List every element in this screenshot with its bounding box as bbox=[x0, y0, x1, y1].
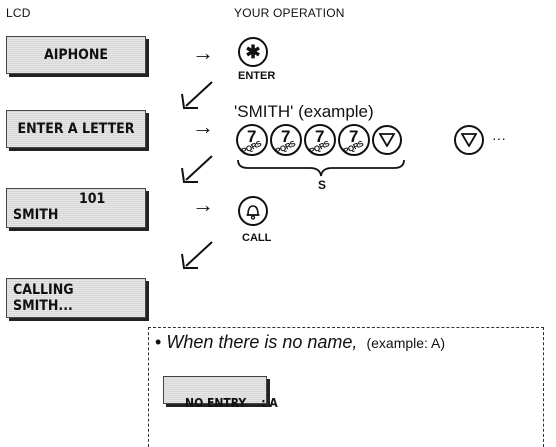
right-arrow-icon: → bbox=[192, 192, 214, 217]
bullet: • bbox=[155, 332, 162, 352]
key-7-pqrs-button[interactable]: 7 PQRS bbox=[338, 124, 370, 156]
call-label: CALL bbox=[242, 232, 272, 244]
operation-column-header: YOUR OPERATION bbox=[234, 6, 345, 20]
lcd-name: SMITH bbox=[13, 207, 59, 223]
lcd-text: ENTER A LETTER bbox=[17, 121, 135, 137]
down-arrow-button[interactable] bbox=[454, 125, 484, 155]
asterisk-icon: ✱ bbox=[245, 41, 261, 62]
diagonal-arrow-icon bbox=[181, 155, 213, 183]
diagonal-arrow-icon bbox=[181, 241, 213, 269]
lcd-display-aiphone: AIPHONE bbox=[6, 36, 146, 74]
lcd-display-calling: CALLING SMITH... bbox=[6, 278, 146, 318]
lcd-line-1: CALLING bbox=[13, 282, 74, 298]
note-box: • When there is no name, (example: A) NO… bbox=[148, 327, 544, 447]
lcd-column-header: LCD bbox=[6, 6, 31, 20]
key-7-pqrs-button[interactable]: 7 PQRS bbox=[236, 124, 268, 156]
brace-label: S bbox=[318, 178, 327, 192]
lcd-display-smith: 101 SMITH bbox=[6, 188, 146, 228]
lcd-display-no-entry: NO ENTRY : A bbox=[163, 376, 278, 410]
triangle-down-icon bbox=[461, 133, 477, 147]
lcd-text: AIPHONE bbox=[43, 47, 109, 63]
lcd-display-enter-letter: ENTER A LETTER bbox=[6, 110, 146, 148]
right-arrow-icon: → bbox=[192, 114, 214, 139]
lcd-number: 101 bbox=[79, 191, 106, 207]
enter-label: ENTER bbox=[238, 70, 276, 82]
note-line: • When there is no name, (example: A) bbox=[155, 332, 445, 353]
lcd-text: NO ENTRY : A bbox=[185, 396, 278, 410]
diagonal-arrow-icon bbox=[181, 81, 213, 109]
right-arrow-icon: → bbox=[192, 40, 214, 65]
enter-button[interactable]: ✱ bbox=[238, 37, 268, 67]
lcd-line-2: SMITH... bbox=[13, 298, 73, 314]
call-button[interactable] bbox=[238, 196, 268, 226]
ellipsis: ··· bbox=[492, 130, 506, 146]
note-text: When there is no name, bbox=[166, 332, 358, 352]
triangle-down-icon bbox=[379, 133, 395, 147]
brace-icon bbox=[237, 159, 405, 177]
key-7-pqrs-button[interactable]: 7 PQRS bbox=[270, 124, 302, 156]
bell-icon bbox=[246, 204, 260, 220]
key-7-pqrs-button[interactable]: 7 PQRS bbox=[304, 124, 336, 156]
note-example: (example: A) bbox=[366, 335, 446, 351]
example-title: 'SMITH' (example) bbox=[234, 102, 374, 121]
down-arrow-button[interactable] bbox=[372, 125, 402, 155]
